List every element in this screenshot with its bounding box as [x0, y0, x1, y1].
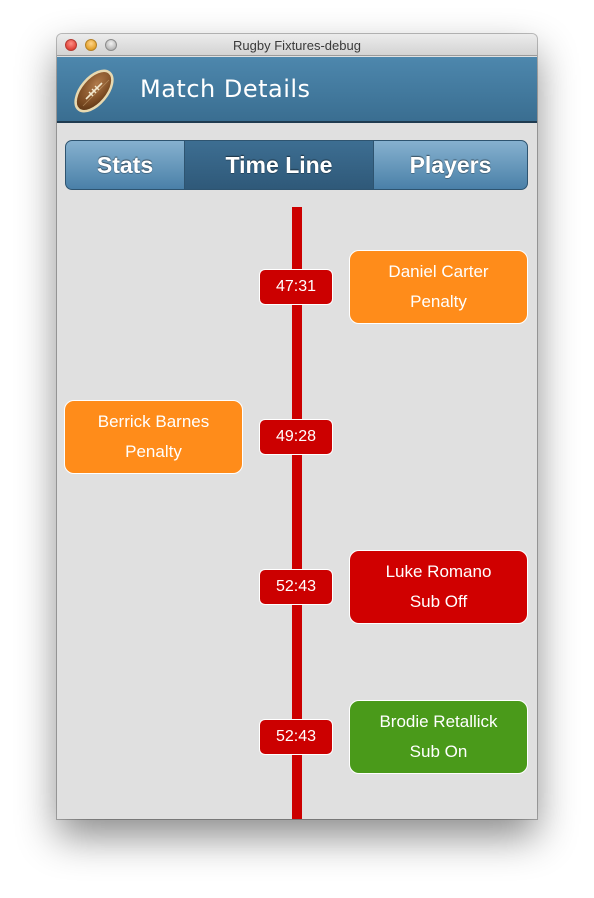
- event-card-sub-on[interactable]: Brodie Retallick Sub On: [349, 700, 528, 774]
- app-window: Rugby Fixtures-debug Match Details Stats…: [57, 34, 537, 819]
- zoom-window-icon[interactable]: [105, 39, 117, 51]
- window-titlebar[interactable]: Rugby Fixtures-debug: [57, 34, 537, 56]
- event-type: Penalty: [125, 442, 182, 461]
- close-window-icon[interactable]: [65, 39, 77, 51]
- event-type: Sub On: [409, 742, 468, 761]
- time-badge: 52:43: [259, 719, 333, 755]
- event-type: Penalty: [410, 292, 467, 311]
- window-title: Rugby Fixtures-debug: [233, 38, 361, 53]
- tab-players[interactable]: Players: [409, 151, 492, 178]
- time-badge: 47:31: [259, 269, 333, 305]
- time-badge: 49:28: [259, 419, 333, 455]
- event-card-penalty[interactable]: Berrick Barnes Penalty: [64, 400, 243, 474]
- event-card-sub-off[interactable]: Luke Romano Sub Off: [349, 550, 528, 624]
- event-player: Berrick Barnes: [97, 412, 210, 431]
- minimize-window-icon[interactable]: [85, 39, 97, 51]
- tab-stats[interactable]: Stats: [66, 141, 185, 189]
- event-player: Luke Romano: [385, 562, 492, 581]
- timeline-line: [292, 207, 302, 819]
- page-title: Match Details: [140, 75, 311, 103]
- event-card-penalty[interactable]: Daniel Carter Penalty: [349, 250, 528, 324]
- app-header: Match Details: [57, 57, 537, 123]
- tab-bar: Stats Time Line Players: [65, 140, 528, 190]
- timeline-view[interactable]: 47:31 Daniel Carter Penalty 49:28 Berric…: [57, 207, 537, 819]
- event-player: Brodie Retallick: [379, 712, 498, 731]
- rugby-ball-icon: [74, 69, 114, 113]
- event-player: Daniel Carter: [388, 262, 489, 281]
- time-badge: 52:43: [259, 569, 333, 605]
- event-type: Sub Off: [409, 592, 468, 611]
- tab-time-line[interactable]: Time Line: [185, 141, 374, 189]
